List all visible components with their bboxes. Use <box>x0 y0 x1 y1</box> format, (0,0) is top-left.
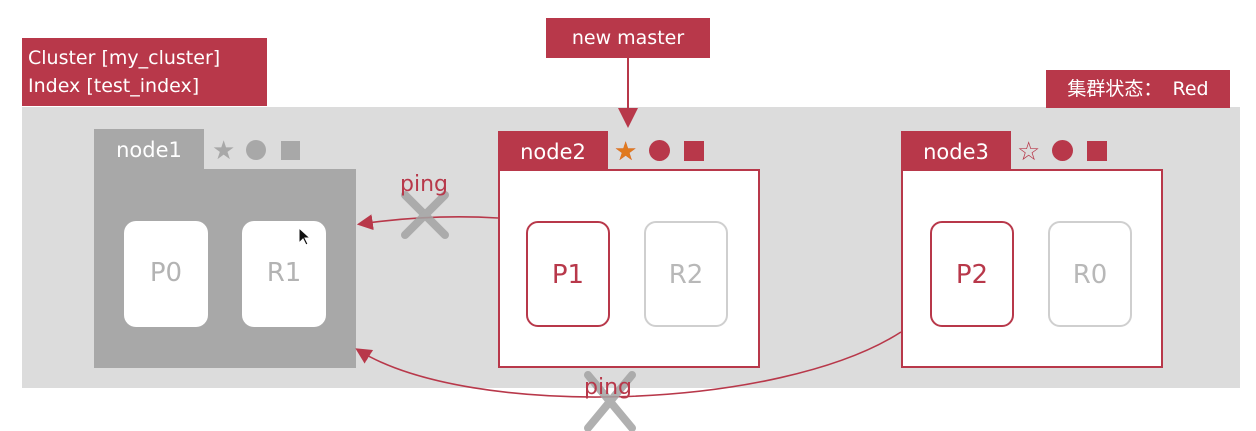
node3-master-star-outline-icon: ☆ <box>1017 137 1041 167</box>
cluster-status-label: 集群状态： <box>1067 78 1163 100</box>
ping-label-top: ping <box>400 172 448 197</box>
cluster-status-badge: 集群状态： Red <box>1046 70 1230 108</box>
node2-ingest-square-icon <box>684 141 704 161</box>
ping-failed-x-icon <box>401 191 449 239</box>
node3-tab: node3 <box>901 131 1011 171</box>
shard-p1: P1 <box>526 221 610 327</box>
node3-ingest-square-icon <box>1087 141 1107 161</box>
cluster-status-value: Red <box>1172 78 1209 100</box>
shard-r1: R1 <box>242 221 326 327</box>
new-master-text: new master <box>571 27 685 49</box>
node1-ingest-square-icon <box>281 141 300 160</box>
mouse-cursor-icon <box>298 227 312 246</box>
node1-data-circle-icon <box>246 140 266 160</box>
index-name: Index [test_index] <box>28 75 200 97</box>
ping-line-node3-node1 <box>355 331 902 398</box>
new-master-label: new master <box>546 18 710 58</box>
node3-name: node3 <box>923 140 989 164</box>
node3-data-circle-icon <box>1052 140 1073 161</box>
shard-r0: R0 <box>1048 221 1132 327</box>
shard-p0: P0 <box>124 221 208 327</box>
ping-failed-x-icon-2 <box>584 371 636 431</box>
node1-tab: node1 <box>94 129 204 169</box>
node2-master-star-icon: ★ <box>614 137 638 167</box>
node1-master-star-icon: ★ <box>212 136 236 166</box>
cluster-name: Cluster [my_cluster] <box>28 47 221 69</box>
node1-card: node1 P0 R1 <box>94 129 356 368</box>
node2-tab: node2 <box>498 131 608 171</box>
node1-name: node1 <box>116 138 182 162</box>
shard-p2: P2 <box>930 221 1014 327</box>
node2-name: node2 <box>520 140 586 164</box>
node2-data-circle-icon <box>649 140 670 161</box>
cluster-info-label: Cluster [my_cluster] Index [test_index] <box>22 38 267 106</box>
shard-r2: R2 <box>644 221 728 327</box>
ping-label-bottom: ping <box>584 375 632 400</box>
